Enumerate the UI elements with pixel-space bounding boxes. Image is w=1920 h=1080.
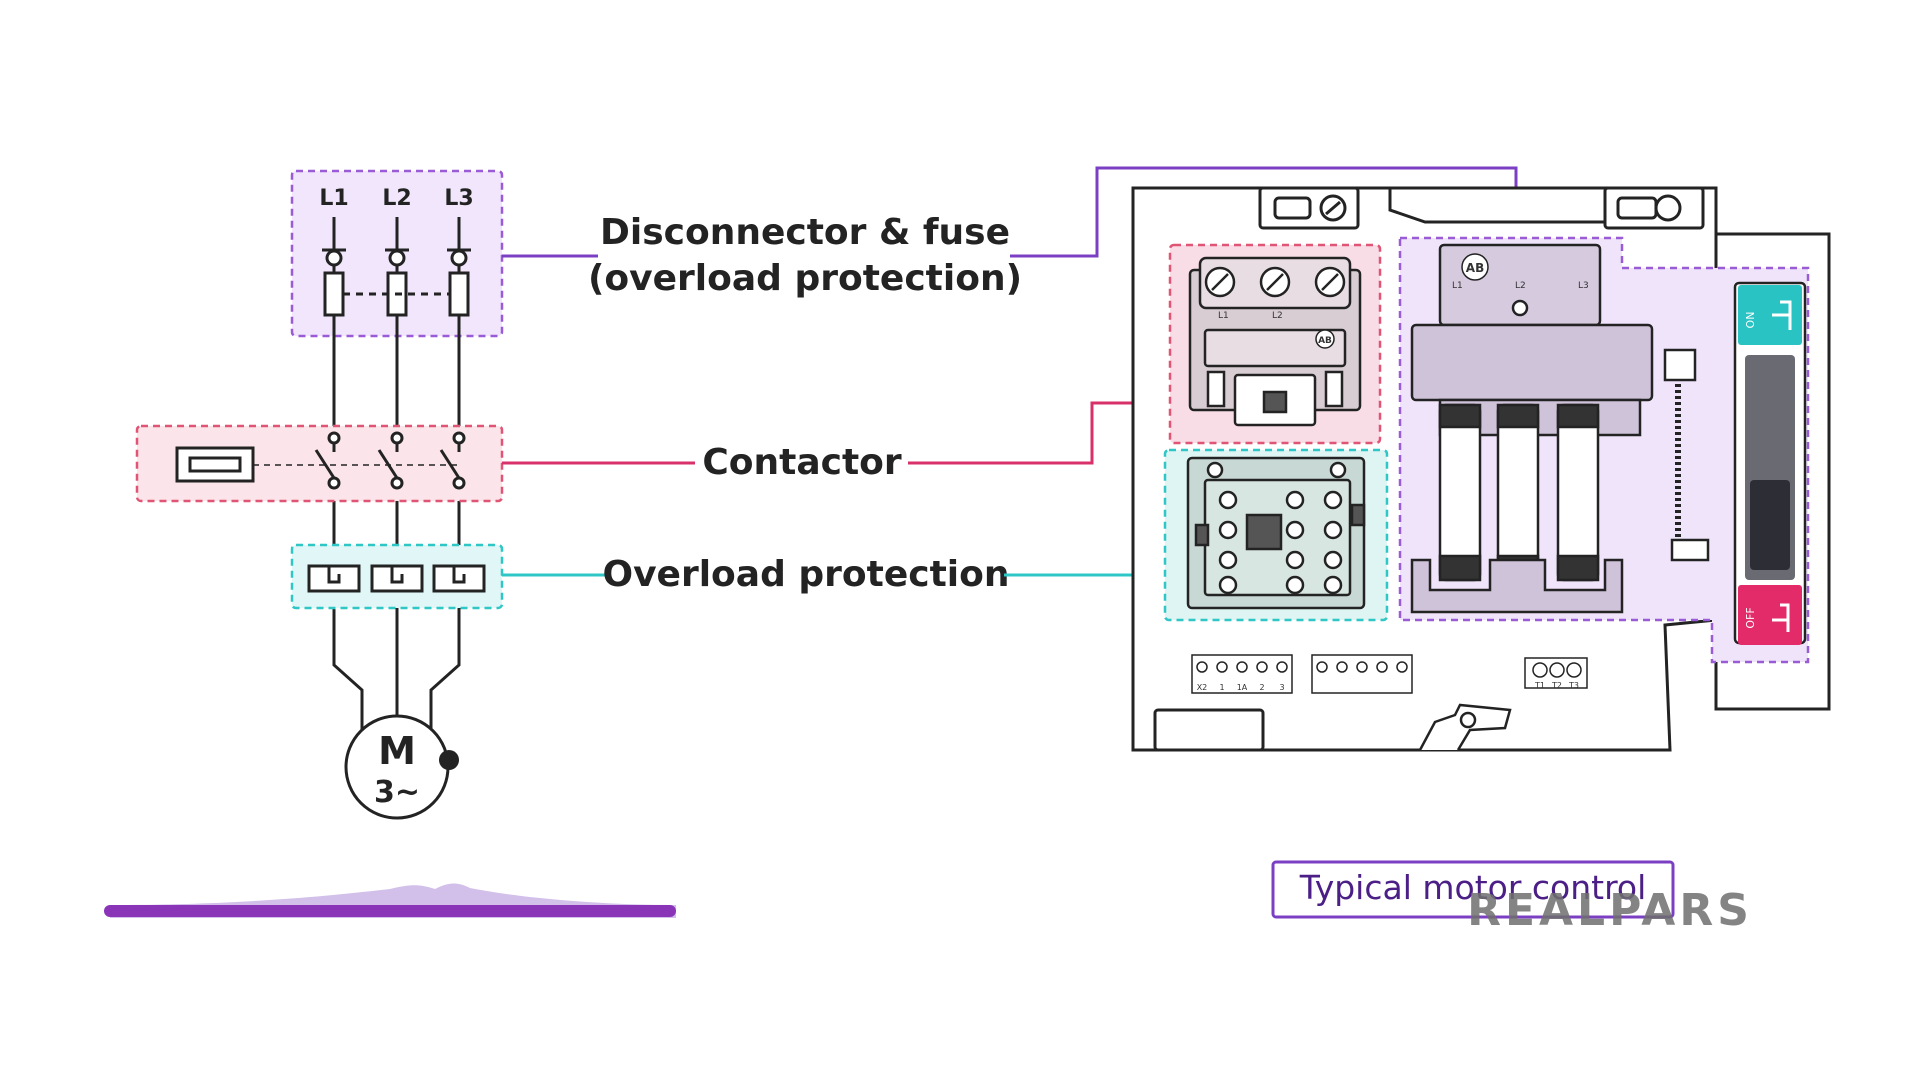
disconnect-phase-l1: L1 (1452, 281, 1463, 291)
terminal-1a: 1A (1237, 683, 1248, 692)
mounting-tab-left (1258, 186, 1360, 230)
door-handle (1733, 281, 1807, 645)
terminal-3: 3 (1279, 683, 1284, 692)
overload-relay-device (1186, 456, 1366, 610)
switch-on-label: ON (1744, 312, 1757, 329)
terminal-block-left (1191, 654, 1588, 694)
phase-label-l3: L3 (444, 186, 473, 211)
terminal-x2: X2 (1197, 683, 1208, 692)
disconnector-label-line2: (overload protection) (588, 258, 1022, 299)
top-rail (1388, 188, 1605, 224)
disconnect-phase-l2: L2 (1515, 281, 1526, 291)
overload-symbols (307, 564, 486, 593)
ab-logo-contactor (1315, 329, 1335, 349)
contactor-coil-symbol (175, 446, 255, 483)
bottom-knockout (1153, 708, 1265, 752)
mounting-tab-right (1603, 186, 1705, 230)
motor-terminal-dot (439, 750, 459, 770)
disconnect-phase-l3: L3 (1578, 281, 1589, 291)
terminal-1: 1 (1219, 683, 1224, 692)
terminal-2: 2 (1259, 683, 1264, 692)
callout-labels: Disconnector & fuse (overload protection… (502, 166, 1518, 595)
brand-watermark: REALPARS (1467, 885, 1753, 936)
ground-lug (1418, 703, 1512, 751)
motor-phase-type: 3~ (374, 775, 420, 810)
contactor-phase-l1: L1 (1218, 311, 1229, 321)
caption-box (1271, 860, 1675, 919)
contactor-device (1188, 256, 1362, 427)
motor-letter: M (378, 729, 416, 773)
contactor-contacts (314, 431, 466, 490)
contactor-label: Contactor (702, 442, 902, 483)
contactor-phase-l2: L2 (1272, 311, 1283, 321)
ab-logo-disconnect (1461, 253, 1489, 281)
phase-label-l1: L1 (319, 186, 348, 211)
disconnector-symbols (322, 248, 471, 267)
panel-drawing: L1 L2 AB (1131, 186, 1831, 752)
contactor-leader-right (908, 401, 1170, 465)
terminal-t2: T2 (1551, 681, 1562, 690)
schematic: L1 L2 L3 (135, 169, 504, 820)
terminal-t3: T3 (1568, 681, 1579, 690)
switch-off-label: OFF (1744, 607, 1757, 628)
overload-label: Overload protection (602, 554, 1009, 595)
decorative-purple-bar (104, 883, 676, 918)
ab-logo-contactor-text: AB (1318, 336, 1332, 346)
ab-logo-disconnect-text: AB (1466, 261, 1484, 275)
caption-text: Typical motor control (1299, 868, 1647, 907)
disconnector-label-line1: Disconnector & fuse (600, 212, 1010, 253)
terminal-t1: T1 (1534, 681, 1545, 690)
phase-label-l2: L2 (382, 186, 411, 211)
